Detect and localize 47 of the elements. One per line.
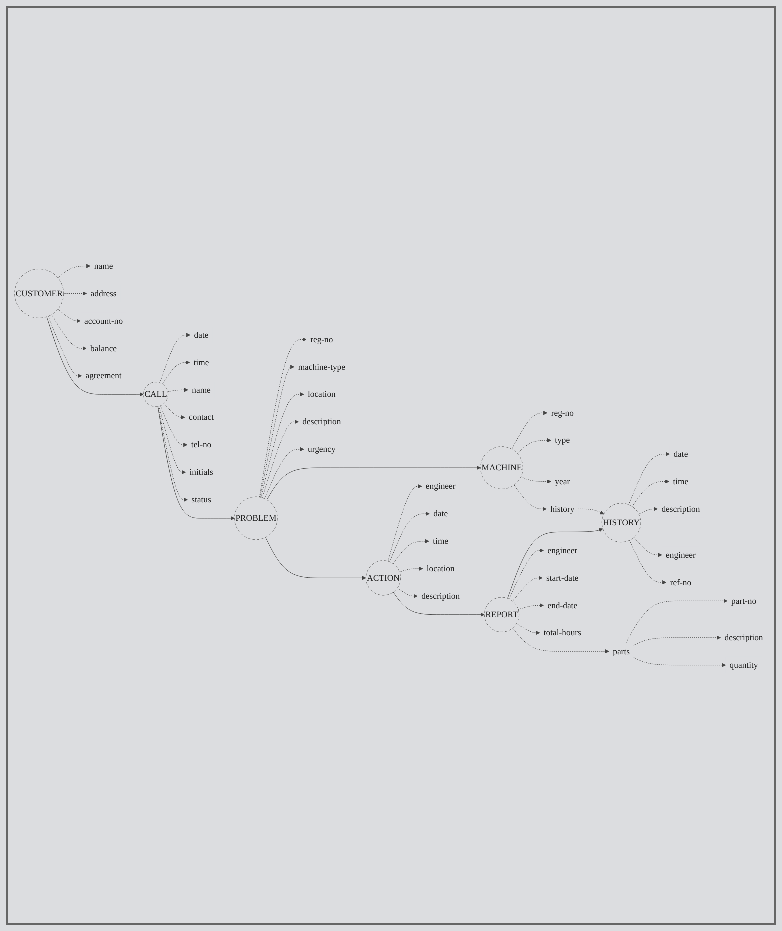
node-text: date	[674, 448, 688, 459]
node-circle	[602, 502, 642, 542]
node-text: urgency	[308, 444, 336, 454]
node-circle	[366, 560, 402, 596]
node-text: tel-no	[191, 440, 212, 450]
node-text: machine-type	[298, 362, 346, 372]
node-text: reg-no	[551, 408, 574, 418]
node-text: start-date	[546, 572, 579, 582]
node-text: reg-no	[310, 334, 334, 344]
node-text: quantity	[730, 660, 758, 670]
node-text: initials	[190, 467, 214, 477]
node-text: time	[673, 476, 689, 486]
node-text: status	[192, 494, 212, 504]
node-text: name	[94, 260, 114, 271]
node-text: ref-no	[670, 577, 692, 587]
node-text: year	[555, 476, 570, 486]
node-text: total-hours	[544, 628, 582, 638]
node-text: account-no	[84, 316, 124, 326]
node-text: engineer	[548, 545, 578, 555]
node-text: time	[433, 536, 449, 546]
node-text: address	[90, 288, 117, 298]
node-circle	[480, 446, 524, 490]
node-text: history	[550, 504, 575, 514]
node-text: parts	[613, 646, 630, 656]
node-circle	[144, 382, 169, 407]
diagram-frame: CUSTOMER name address account-no balance agreement CALL date time name contact tel-no initials status PROBLEM reg-no machine-type location description urgency MACHINE reg-no type year history ACTION engineer date time location description HISTORY date time description engineer ref-no REPORT engineer start-date end-date total-hours parts part-no description quantity	[6, 6, 776, 925]
node-text: end-date	[548, 600, 578, 610]
node-text: time	[194, 357, 210, 367]
node-text: description	[422, 590, 460, 601]
node-text: name	[192, 384, 211, 394]
node-text: part-no	[732, 596, 757, 606]
node-text: description	[662, 504, 700, 514]
node-circle	[234, 496, 278, 540]
node-text: engineer	[426, 481, 456, 491]
node-text: location	[308, 389, 336, 399]
node-text: engineer	[666, 550, 696, 560]
node-circle	[484, 597, 520, 632]
node-text: location	[426, 564, 455, 574]
node-text: date	[434, 508, 448, 518]
node-text: contact	[189, 412, 214, 422]
node-text: description	[302, 416, 342, 426]
node-text: agreement	[86, 370, 122, 380]
node-text: date	[194, 330, 209, 340]
node-circle	[14, 268, 64, 318]
node-text: balance	[90, 343, 118, 353]
node-text: type	[555, 435, 570, 445]
node-text: description	[724, 632, 764, 642]
